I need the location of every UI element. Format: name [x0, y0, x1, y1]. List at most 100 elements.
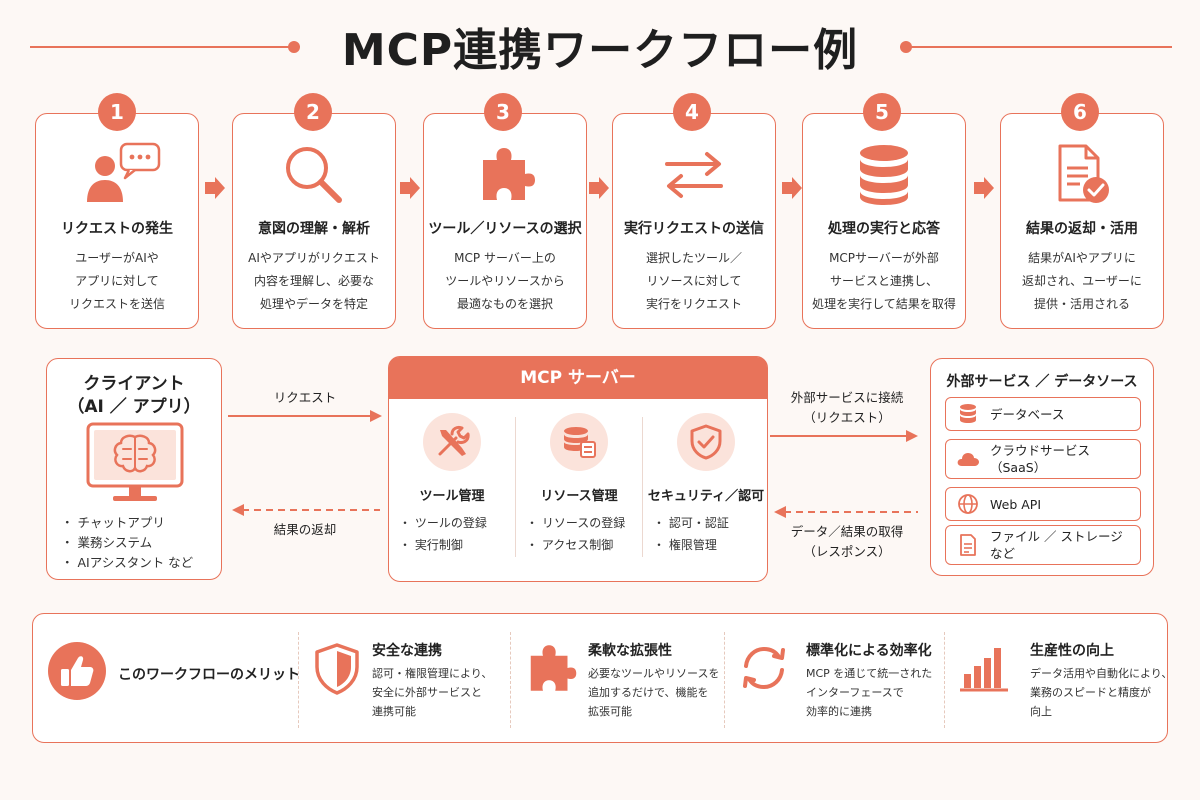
security-item-1: ・ 認可・認証	[653, 516, 729, 530]
connect-arrow	[770, 430, 918, 442]
security-authorization: セキュリティ／認可 ・ 認可・認証 ・ 権限管理	[643, 413, 769, 563]
puzzle-icon	[522, 640, 578, 700]
database-icon	[946, 403, 990, 425]
return-label: 結果の返却	[273, 522, 337, 537]
page-title: MCP連携ワークフロー例	[341, 25, 859, 76]
shield-icon	[314, 643, 360, 699]
step-4-desc: 選択したツール／ リソースに対して 実行をリクエスト	[645, 251, 742, 311]
globe-icon	[946, 493, 990, 515]
merit-2-title: 柔軟な拡張性	[588, 643, 672, 659]
security-item-2: ・ 権限管理	[653, 538, 717, 552]
step-card-6: 結果の返却・活用 結果がAIやアプリに 返却され、ユーザーに 提供・活用される	[1000, 113, 1164, 329]
document-check-icon	[1001, 144, 1163, 204]
title-line-right	[910, 46, 1172, 48]
title-dot-left	[288, 41, 300, 53]
step-6-desc: 結果がAIやアプリに 返却され、ユーザーに 提供・活用される	[1022, 251, 1142, 311]
search-icon	[233, 144, 395, 204]
resource-management-item-1: ・ リソースの登録	[526, 516, 626, 530]
tool-management-title: ツール管理	[419, 489, 485, 504]
arrow-right-icon	[589, 177, 609, 199]
shield-check-icon	[677, 413, 735, 471]
step-2-title: 意図の理解・解析	[258, 221, 370, 237]
tool-management-item-2: ・ 実行制御	[399, 538, 463, 552]
step-card-5: 処理の実行と応答 MCPサーバーが外部 サービスと連携し、 処理を実行して結果を…	[802, 113, 966, 329]
tool-management-item-1: ・ ツールの登録	[399, 516, 487, 530]
title-line-left	[30, 46, 292, 48]
arrow-right-icon	[400, 177, 420, 199]
service-file: ファイル ／ ストレージ など	[945, 525, 1141, 565]
exchange-arrows-icon	[613, 144, 775, 204]
bar-chart-icon	[958, 642, 1010, 698]
user-chat-icon	[36, 142, 198, 204]
merit-1-desc: 認可・権限管理により、 安全に外部サービスと 連携可能	[372, 667, 493, 718]
cloud-icon	[946, 451, 990, 467]
return-arrow	[232, 504, 380, 516]
merit-3-title: 標準化による効率化	[806, 643, 932, 659]
puzzle-icon	[424, 144, 586, 204]
service-webapi-label: Web API	[990, 496, 1042, 512]
merit-divider	[298, 632, 299, 728]
step-5-desc: MCPサーバーが外部 サービスと連携し、 処理を実行して結果を取得	[812, 251, 956, 311]
security-title: セキュリティ／認可	[647, 489, 765, 504]
step-4-title: 実行リクエストの送信	[624, 221, 764, 237]
merit-divider	[510, 632, 511, 728]
step-5-title: 処理の実行と応答	[828, 221, 940, 237]
database-icon	[803, 144, 965, 205]
merit-1-title: 安全な連携	[372, 643, 442, 659]
refresh-cycle-icon	[738, 642, 790, 698]
step-5-number: 5	[863, 93, 901, 131]
tool-management: ツール管理 ・ ツールの登録 ・ 実行制御	[389, 413, 515, 563]
merit-3-desc: MCP を通じて統一された インターフェースで 効率的に連携	[806, 667, 933, 718]
client-bullet-1: ・ チャットアプリ	[61, 515, 165, 530]
request-arrow	[228, 410, 382, 422]
client-bullets: ・ チャットアプリ ・ 業務システム ・ AIアシスタント など	[61, 513, 193, 573]
service-database: データベース	[945, 397, 1141, 431]
connect-label: 外部サービスに接続 （リクエスト）	[790, 390, 904, 425]
step-2-number: 2	[294, 93, 332, 131]
step-3-number: 3	[484, 93, 522, 131]
merit-4-desc: データ活用や自動化により、 業務のスピードと精度が 向上	[1030, 667, 1173, 718]
step-4-number: 4	[673, 93, 711, 131]
step-3-desc: MCP サーバー上の ツールやリソースから 最適なものを選択	[445, 251, 565, 311]
server-divider	[515, 417, 516, 557]
merit-divider	[724, 632, 725, 728]
service-database-label: データベース	[990, 406, 1065, 422]
service-file-sublabel: など	[990, 546, 1016, 561]
step-1-number: 1	[98, 93, 136, 131]
step-card-3: ツール／リソースの選択 MCP サーバー上の ツールやリソースから 最適なものを…	[423, 113, 587, 329]
response-arrow	[774, 506, 918, 518]
step-card-1: リクエストの発生 ユーザーがAIや アプリに対して リクエストを送信	[35, 113, 199, 329]
merit-4-title: 生産性の向上	[1030, 643, 1114, 659]
client-panel: クライアント （AI ／ アプリ） ・ チャットアプリ ・ 業務システム ・ A…	[46, 358, 222, 580]
file-icon	[946, 534, 990, 556]
response-label: データ／結果の取得 （レスポンス）	[790, 524, 904, 559]
step-2-desc: AIやアプリがリクエスト 内容を理解し、必要な 処理やデータを特定	[248, 251, 380, 311]
request-label: リクエスト	[273, 390, 337, 405]
arrow-right-icon	[205, 177, 225, 199]
resource-management: リソース管理 ・ リソースの登録 ・ アクセス制御	[516, 413, 642, 563]
service-cloud: クラウドサービス （SaaS）	[945, 439, 1141, 479]
step-1-desc: ユーザーがAIや アプリに対して リクエストを送信	[68, 251, 165, 311]
external-services-title: 外部サービス ／ データソース	[946, 374, 1138, 390]
step-card-4: 実行リクエストの送信 選択したツール／ リソースに対して 実行をリクエスト	[612, 113, 776, 329]
merit-2-desc: 必要なツールやリソースを 追加するだけで、機能を 拡張可能	[588, 667, 720, 718]
database-list-icon	[550, 413, 608, 471]
merits-heading: このワークフローのメリット	[118, 667, 300, 683]
merit-divider	[944, 632, 945, 728]
resource-management-title: リソース管理	[540, 489, 618, 504]
step-6-title: 結果の返却・活用	[1026, 221, 1138, 237]
arrow-right-icon	[782, 177, 802, 199]
service-file-label: ファイル ／ ストレージ	[990, 529, 1123, 544]
wrench-screwdriver-icon	[423, 413, 481, 471]
service-cloud-label: クラウドサービス	[990, 443, 1091, 458]
step-1-title: リクエストの発生	[61, 221, 173, 237]
service-webapi: Web API	[945, 487, 1141, 521]
mcp-server-panel: MCP サーバー ツール管理 ・ ツールの登録 ・ 実行制御 リソース	[388, 356, 768, 582]
thumbs-up-icon	[48, 642, 106, 704]
step-3-title: ツール／リソースの選択	[428, 221, 582, 237]
mcp-server-title: MCP サーバー	[389, 357, 767, 399]
step-6-number: 6	[1061, 93, 1099, 131]
service-cloud-sublabel: （SaaS）	[990, 460, 1047, 475]
client-subtitle: （AI ／ アプリ）	[67, 397, 201, 417]
client-bullet-2: ・ 業務システム	[61, 535, 153, 550]
